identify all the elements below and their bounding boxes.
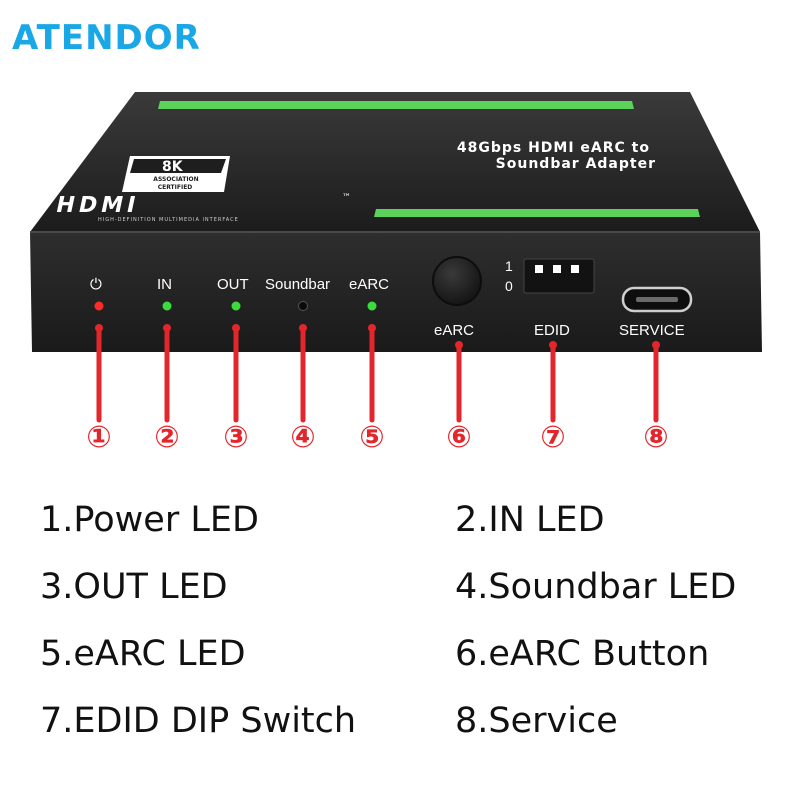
earc-button[interactable] — [432, 256, 482, 306]
callout-7: ⑦ — [540, 420, 566, 455]
legend-item-4: 4.Soundbar LED — [455, 567, 737, 607]
power-symbol-label: ⏻ — [90, 276, 102, 293]
callout-lines — [96, 325, 659, 423]
out-led-label: OUT — [217, 276, 249, 293]
soundbar-led — [298, 301, 308, 311]
soundbar-led-label: Soundbar — [265, 276, 331, 293]
legend-item-3: 3.OUT LED — [40, 567, 228, 607]
legend-item-8: 8.Service — [455, 701, 618, 741]
callout-1: ① — [86, 420, 112, 455]
legend-item-1: 1.Power LED — [40, 500, 259, 540]
service-usb-c-port[interactable] — [621, 286, 693, 313]
svg-text:CERTIFIED: CERTIFIED — [158, 184, 193, 191]
8k-certified-badge: 8K ASSOCIATION CERTIFIED — [122, 156, 230, 192]
device-top-surface — [30, 92, 760, 232]
in-led-label: IN — [157, 276, 172, 293]
svg-text:8K: 8K — [162, 159, 184, 175]
legend-item-7: 7.EDID DIP Switch — [40, 701, 357, 741]
in-led — [162, 301, 172, 311]
earc-led — [367, 301, 377, 311]
out-led — [231, 301, 241, 311]
callout-3: ③ — [223, 420, 249, 455]
legend-item-2: 2.IN LED — [455, 500, 605, 540]
service-label: SERVICE — [619, 322, 685, 339]
callout-8: ⑧ — [643, 420, 669, 455]
legend-item-5: 5.eARC LED — [40, 634, 246, 674]
svg-text:™: ™ — [342, 193, 351, 203]
device-title-line1: 48Gbps HDMI eARC to — [457, 140, 650, 156]
svg-text:HIGH-DEFINITION MULTIMEDIA INT: HIGH-DEFINITION MULTIMEDIA INTERFACE — [98, 217, 239, 223]
dip-off-label: 0 — [505, 278, 513, 294]
dip-on-label: 1 — [505, 258, 513, 274]
edid-dip-switch[interactable] — [523, 258, 595, 294]
earc-button-label: eARC — [434, 322, 475, 339]
callout-4: ④ — [290, 420, 316, 455]
legend-item-6: 6.eARC Button — [455, 634, 710, 674]
callout-6: ⑥ — [446, 420, 472, 455]
brand-logo: ATENDOR — [12, 18, 201, 58]
earc-led-label: eARC — [349, 276, 390, 293]
edid-label: EDID — [534, 322, 570, 339]
callout-2: ② — [154, 420, 180, 455]
top-accent-stripe — [158, 101, 634, 109]
hdmi-logo: HDMI ™ HIGH-DEFINITION MULTIMEDIA INTERF… — [54, 192, 351, 223]
device-title-line2: Soundbar Adapter — [496, 156, 656, 172]
bottom-accent-stripe — [374, 209, 700, 217]
power-led — [94, 301, 104, 311]
callout-5: ⑤ — [359, 420, 385, 455]
svg-text:HDMI: HDMI — [54, 192, 142, 218]
svg-text:ASSOCIATION: ASSOCIATION — [153, 176, 198, 183]
